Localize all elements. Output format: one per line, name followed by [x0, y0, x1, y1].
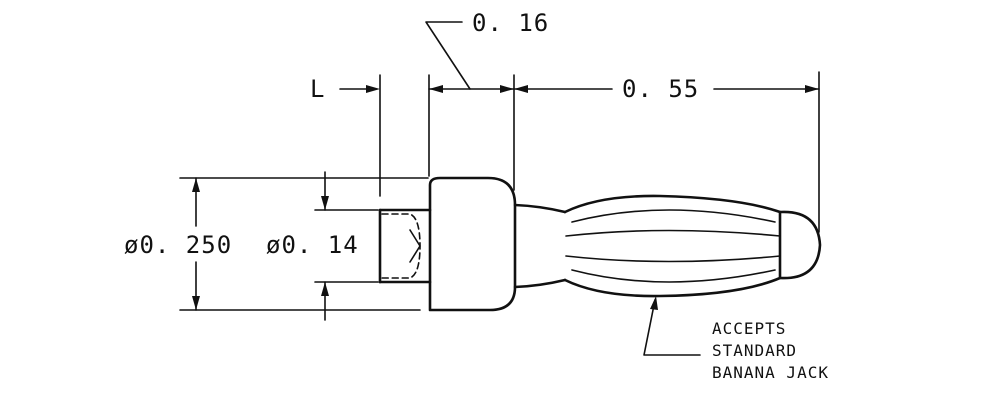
spring-body [563, 194, 782, 298]
dim-collar-width-label: 0. 16 [472, 9, 549, 37]
spring-finger-1 [571, 209, 776, 223]
bore-tip [409, 229, 421, 263]
note-line-1: ACCEPTS [712, 319, 786, 338]
tip [778, 210, 822, 280]
dimension-labels: L 0. 16 0. 55 ø0. 250 ø0. 14 [124, 9, 699, 259]
note-line-2: STANDARD [712, 341, 797, 360]
spring-finger-4 [571, 269, 776, 283]
collar [428, 176, 517, 312]
neck [513, 203, 567, 289]
dim-collar-diameter-label: ø0. 250 [124, 231, 232, 259]
dim-collar-leader [425, 21, 471, 90]
note: ACCEPTS STANDARD BANANA JACK [712, 319, 829, 382]
dim-tip-length-label: 0. 55 [622, 75, 699, 103]
dim-shank-diameter-label: ø0. 14 [266, 231, 359, 259]
shank [378, 208, 432, 284]
note-line-3: BANANA JACK [712, 363, 829, 382]
spring-finger-2 [565, 229, 781, 237]
note-leader [643, 299, 701, 356]
part-outline [378, 176, 822, 312]
dimension-lines [179, 21, 820, 356]
spring-finger-3 [565, 255, 781, 263]
dim-l-label: L [310, 75, 325, 103]
hidden-bore [381, 213, 421, 279]
